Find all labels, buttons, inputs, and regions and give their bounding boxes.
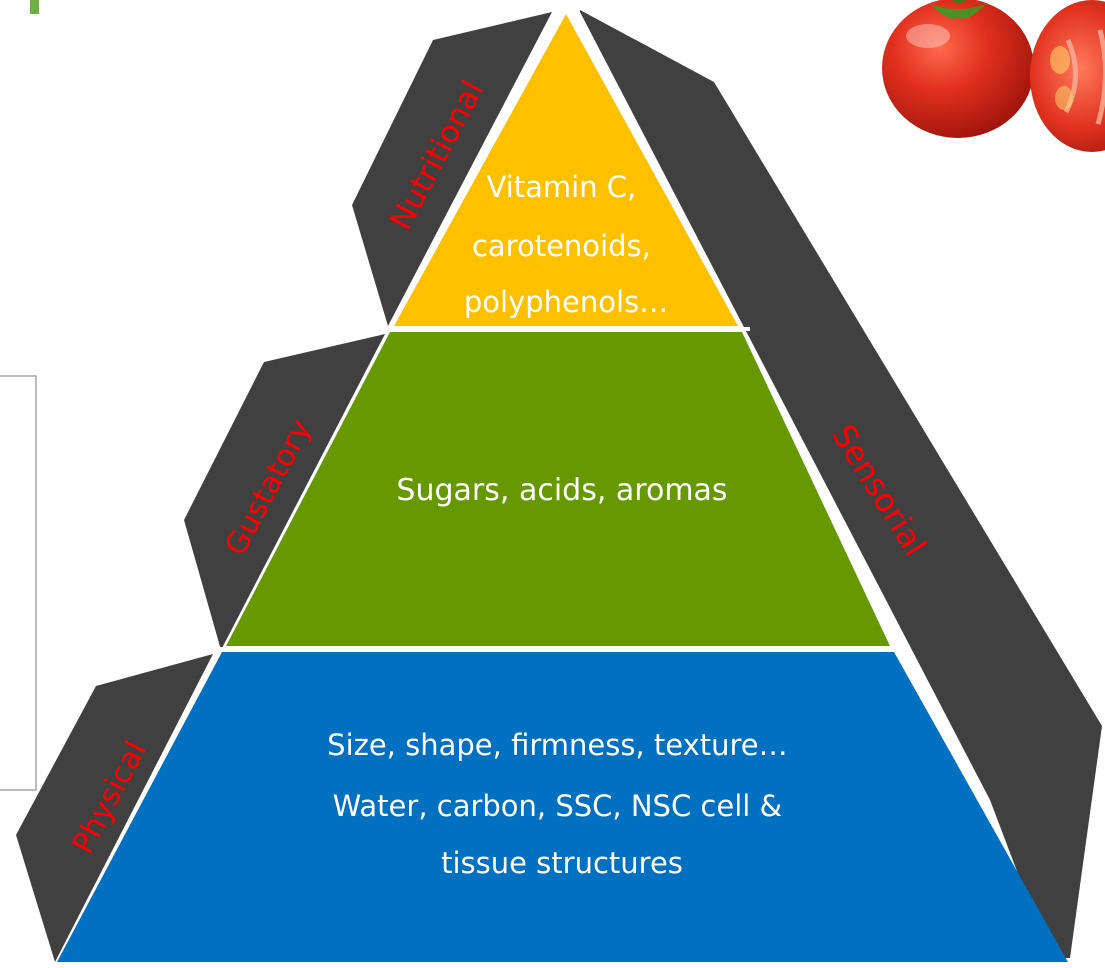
gustatory-line-1: Sugars, acids, aromas: [396, 473, 727, 508]
nutritional-line-3: polyphenols…: [464, 285, 668, 319]
tomato-half-icon: [1030, 0, 1105, 152]
physical-line-1: Size, shape, firmness, texture…: [327, 728, 787, 762]
accent-bar: [30, 0, 39, 14]
physical-line-3: tissue structures: [441, 846, 683, 880]
physical-line-2: Water, carbon, SSC, NSC cell &: [333, 789, 783, 823]
tomato-icon: [882, 0, 1034, 138]
nutritional-line-2: carotenoids,: [472, 229, 651, 263]
gustatory-tier-text: Sugars, acids, aromas: [396, 473, 727, 508]
nutritional-tier-text: Vitamin C, carotenoids, polyphenols…: [464, 170, 668, 319]
text-frame: [0, 376, 36, 790]
nutritional-line-1: Vitamin C,: [487, 170, 637, 204]
